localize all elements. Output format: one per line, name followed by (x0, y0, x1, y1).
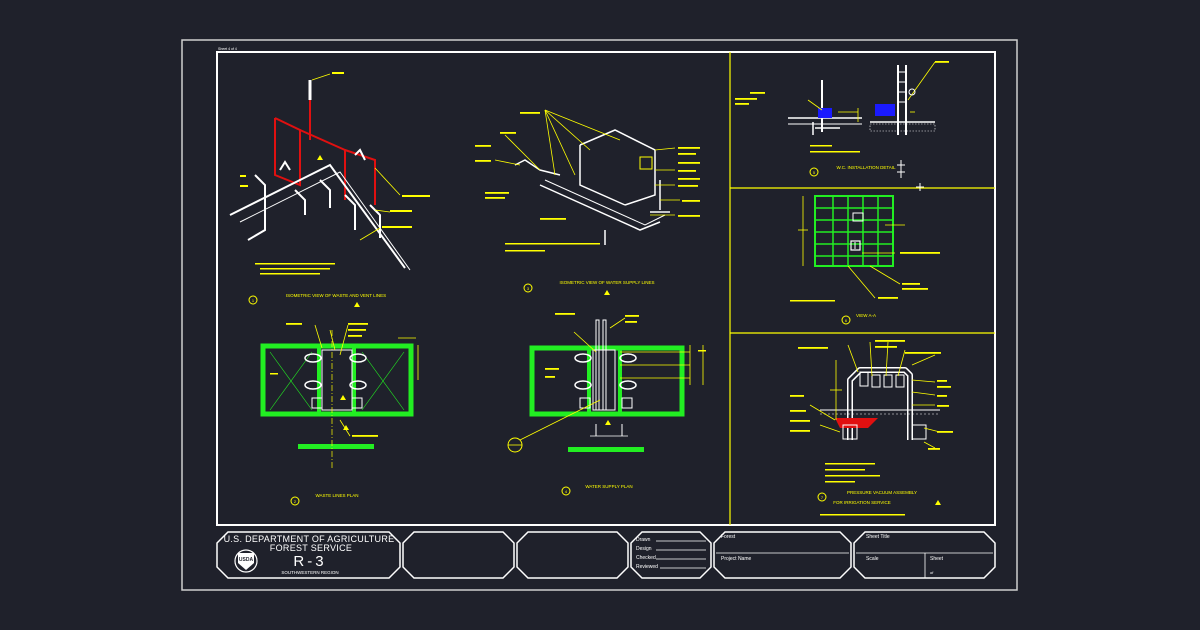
water-plan-drawing (507, 313, 706, 453)
detail-label-2: 2 (294, 499, 297, 504)
label-drawn: Drawn (636, 537, 651, 543)
usfs-badge (234, 549, 258, 573)
label-reviewed: Reviewed (636, 564, 658, 570)
agency-line-1: U.S. DEPARTMENT OF AGRICULTURE (224, 534, 395, 544)
title-iso-waste: ISOMETRIC VIEW OF WASTE AND VENT LINES (286, 293, 386, 298)
iso-water-supply-drawing (475, 109, 700, 295)
title-pressure-vacuum-2: FOR IRRIGATION SERVICE (833, 500, 891, 505)
agency-cell (216, 531, 401, 579)
outer-border (181, 39, 1018, 591)
waste-plan-drawing (260, 323, 419, 470)
view-aa-drawing (790, 183, 940, 302)
detail-label-1: 1 (252, 298, 255, 303)
drawing-frame (216, 51, 996, 526)
detail-number-1 (248, 295, 258, 305)
detail-label-3: 3 (527, 286, 530, 291)
detail-label-6: 6 (845, 318, 848, 323)
title-wc-detail: W.C. INSTALLATION DETAIL (836, 165, 896, 170)
label-forest: Forest (721, 534, 736, 540)
badge-text: USDA (239, 557, 254, 563)
region-code: R-3 (293, 553, 326, 570)
detail-label-4: 4 (565, 489, 568, 494)
label-checked: Checked (636, 555, 656, 561)
title-block: USDA U.S. DEPARTMENT OF AGRICULTURE FORE… (216, 531, 996, 579)
detail-number-4 (561, 486, 571, 496)
title-water-plan: WATER SUPPLY PLAN (585, 484, 632, 489)
project-cell (713, 531, 852, 579)
detail-number-7 (817, 492, 827, 502)
detail-label-7: 7 (821, 495, 824, 500)
title-view-aa: VIEW A-A (856, 313, 876, 318)
signature-cell (630, 531, 712, 579)
title-iso-water: ISOMETRIC VIEW OF WATER SUPPLY LINES (559, 280, 654, 285)
region-name: SOUTHWESTERN REGION (281, 570, 338, 575)
blank-cell-2 (516, 531, 629, 579)
label-sheet: Sheet (930, 556, 944, 562)
agency-line-2: FOREST SERVICE (270, 543, 352, 553)
detail-number-5 (809, 167, 819, 177)
title-pressure-vacuum-1: PRESSURE VACUUM ASSEMBLY (847, 490, 917, 495)
pressure-vacuum-drawing (790, 340, 953, 516)
detail-label-5: 5 (813, 170, 816, 175)
label-scale: Scale (866, 556, 879, 562)
title-waste-plan: WASTE LINES PLAN (315, 493, 358, 498)
sheet-cell (853, 531, 996, 579)
label-design: Design (636, 546, 652, 552)
label-sheet-title: Sheet Title (866, 534, 890, 540)
label-project-name: Project Name (721, 556, 752, 562)
sheet-of-value: of (930, 570, 934, 575)
iso-waste-vent-drawing (229, 72, 430, 307)
blank-cell-1 (402, 531, 515, 579)
detail-number-3 (523, 283, 533, 293)
usfs-shield-icon (238, 553, 254, 570)
wc-installation-drawing (735, 61, 949, 178)
top-left-note: Sheet 4 of 4 (218, 47, 237, 51)
detail-number-2 (290, 496, 300, 506)
detail-number-6 (841, 315, 851, 325)
